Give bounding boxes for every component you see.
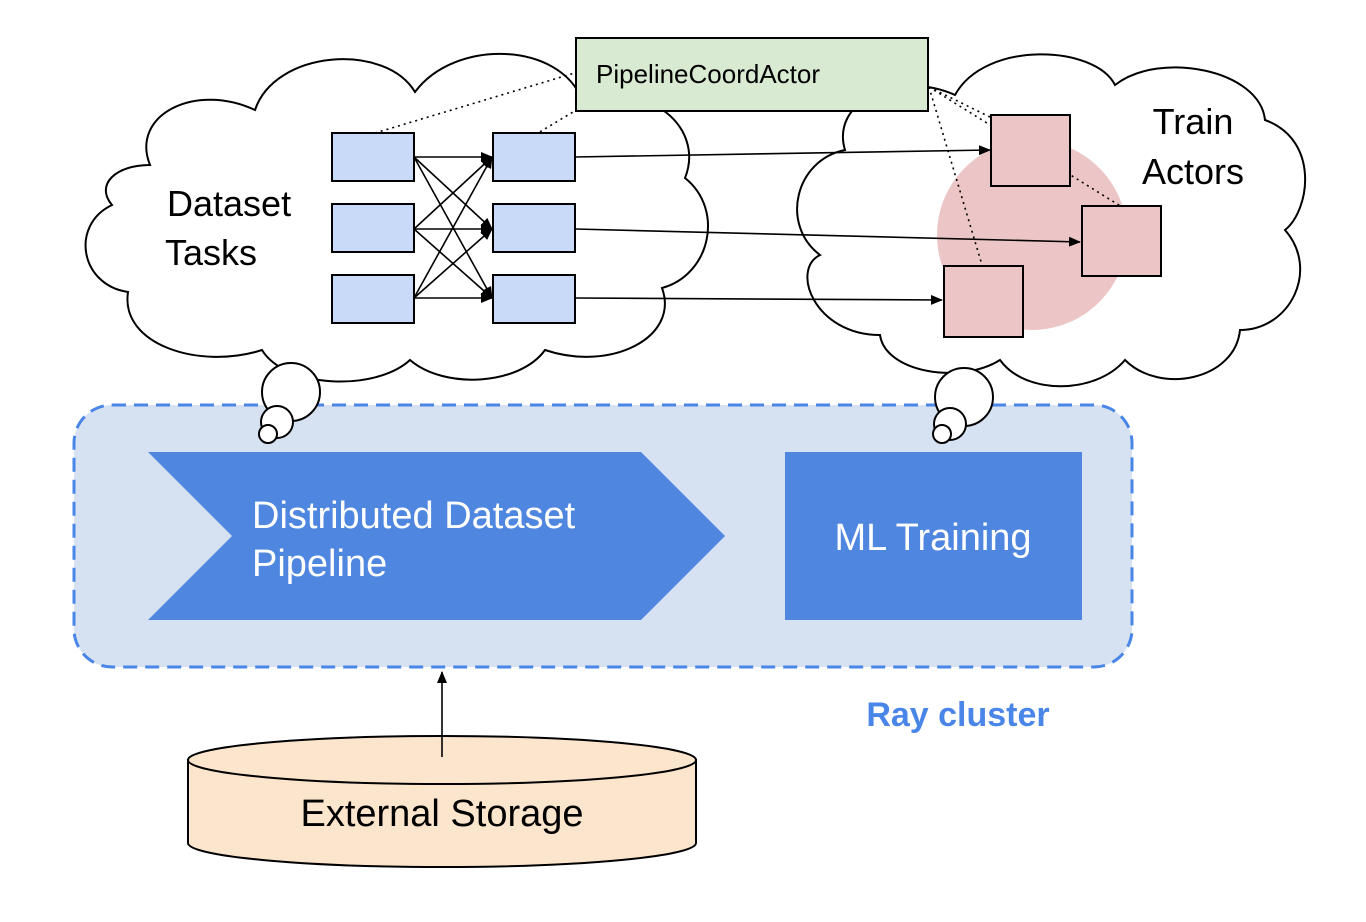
dataset-cloud-label-line1: Dataset [167, 183, 291, 224]
ml-training-stage [785, 452, 1082, 620]
dataset-pipeline-stage [148, 452, 725, 620]
dataset-task-stage1-1 [331, 132, 415, 182]
train-cloud-label-line1: Train [1153, 101, 1234, 142]
dataset-task-stage2-1 [492, 132, 576, 182]
dataset-task-stage2-3 [492, 274, 576, 324]
dataset-task-stage1-2 [331, 203, 415, 253]
dataset-cloud-label-line2: Tasks [165, 232, 257, 273]
ml-training-label: ML Training [834, 517, 1031, 559]
dataset-task-stage2-2 [492, 203, 576, 253]
pipeline-label-line1: Distributed Dataset [252, 495, 576, 537]
train-actor-2 [1081, 205, 1162, 277]
dataset-task-stage1-3 [331, 274, 415, 324]
external-storage-label: External Storage [300, 793, 583, 835]
ray-cluster-label: Ray cluster [866, 696, 1049, 734]
train-thought-bubble-small [932, 424, 952, 444]
task-to-actor-arrows [574, 145, 1081, 305]
train-cloud-label-line2: Actors [1142, 151, 1244, 192]
pipeline-coord-actor-box [575, 37, 929, 112]
pipeline-label-line2: Pipeline [252, 543, 387, 585]
shuffle-arrows [413, 152, 493, 303]
train-actor-3 [943, 265, 1024, 338]
pipeline-coord-actor-label: PipelineCoordActor [596, 59, 820, 89]
train-actor-1 [990, 114, 1071, 187]
coordinator-dotted-links [374, 71, 1123, 266]
dataset-thought-bubble-small [258, 424, 278, 444]
